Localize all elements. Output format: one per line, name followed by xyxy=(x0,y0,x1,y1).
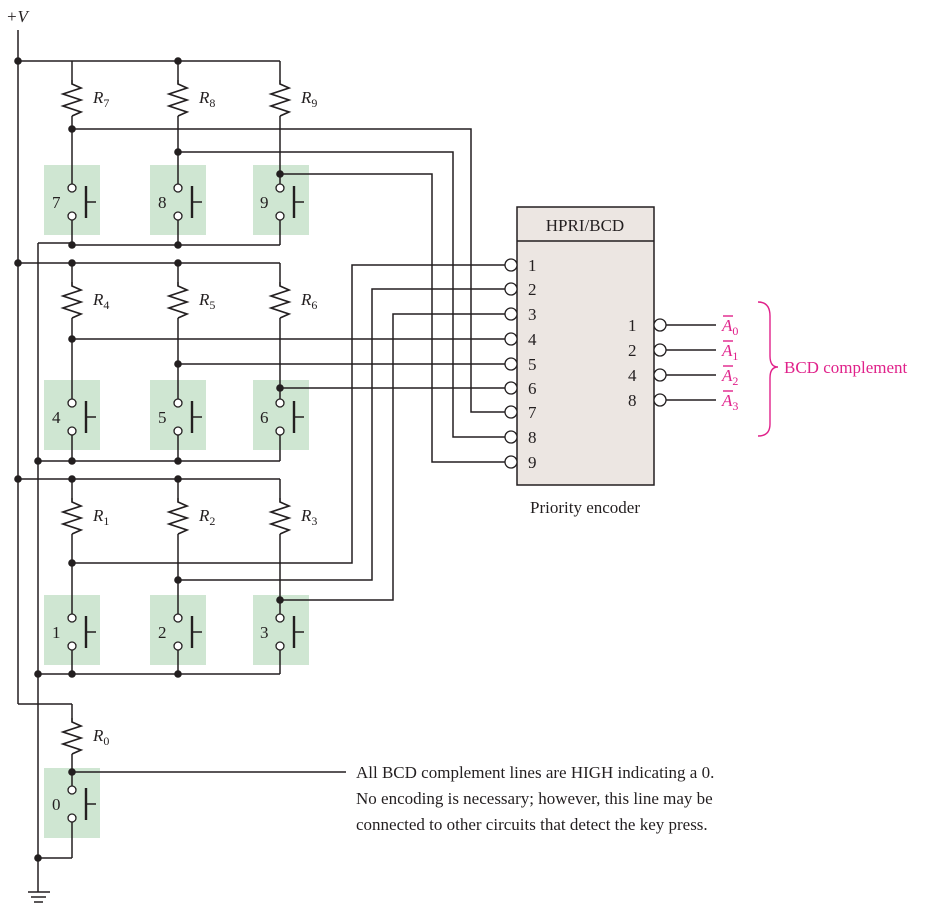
encoder-caption: Priority encoder xyxy=(530,498,640,517)
keypad-3 xyxy=(253,595,309,665)
key-5-switch: 5 xyxy=(158,398,202,436)
key-6-switch: 6 xyxy=(260,398,304,436)
resistor-label-r4: R4 xyxy=(92,290,109,312)
resistor-r8 xyxy=(166,80,190,117)
key-4-switch: 4 xyxy=(52,398,96,436)
keypad-6 xyxy=(253,380,309,450)
key-7-switch: 7 xyxy=(52,183,96,221)
encoder-input-1: 1 xyxy=(528,256,537,275)
key-8-label: 8 xyxy=(158,193,167,212)
key-3-switch: 3 xyxy=(260,613,304,651)
key-1-label: 1 xyxy=(52,623,61,642)
output-a0-label: A0 xyxy=(721,316,738,338)
resistor-label-r3: R3 xyxy=(300,506,317,528)
resistor-r1 xyxy=(60,498,84,535)
resistor-r0 xyxy=(60,718,84,755)
key-2-switch: 2 xyxy=(158,613,202,651)
key-6-label: 6 xyxy=(260,408,269,427)
resistor-r2 xyxy=(166,498,190,535)
resistor-label-r8: R8 xyxy=(198,88,215,110)
resistor-r9 xyxy=(268,80,292,117)
output-a1-label: A1 xyxy=(721,341,738,363)
output-a3-label: A3 xyxy=(721,391,738,413)
key-7-label: 7 xyxy=(52,193,61,212)
key-4-label: 4 xyxy=(52,408,61,427)
encoder-input-9: 9 xyxy=(528,453,537,472)
bcd-brace xyxy=(757,301,779,437)
resistor-r4 xyxy=(60,282,84,319)
key-0-note: All BCD complement lines are HIGH indica… xyxy=(356,763,714,834)
encoder-body xyxy=(516,206,655,486)
encoder-input-wires xyxy=(72,128,505,773)
encoder-input-4: 4 xyxy=(528,330,537,349)
encoder-title: HPRI/BCD xyxy=(546,216,624,235)
resistor-r5 xyxy=(166,282,190,319)
resistor-r6 xyxy=(268,282,292,319)
key-3-label: 3 xyxy=(260,623,269,642)
resistors xyxy=(60,80,292,755)
key-2-label: 2 xyxy=(158,623,167,642)
note-line-2: No encoding is necessary; however, this … xyxy=(356,789,713,808)
key-0-label: 0 xyxy=(52,795,61,814)
key-8-switch: 8 xyxy=(158,183,202,221)
resistor-label-r2: R2 xyxy=(198,506,215,528)
output-a2-label: A2 xyxy=(721,366,738,388)
priority-encoder: HPRI/BCD 1 2 3 4 5 6 7 8 9 1 2 4 8 Prior… xyxy=(504,206,667,517)
pushbutton-switches: 7 8 9 4 xyxy=(52,183,304,823)
encoder-output-8: 8 xyxy=(628,391,637,410)
note-line-3: connected to other circuits that detect … xyxy=(356,815,708,834)
encoder-output-wires xyxy=(666,324,716,401)
encoder-input-3: 3 xyxy=(528,305,537,324)
supply-rails: +V xyxy=(6,7,280,892)
resistor-label-r1: R1 xyxy=(92,506,109,528)
key-9-label: 9 xyxy=(260,193,269,212)
encoder-input-5: 5 xyxy=(528,355,537,374)
ground-symbol xyxy=(28,891,50,903)
key-0-switch: 0 xyxy=(52,785,96,823)
resistor-label-r0: R0 xyxy=(92,726,109,748)
encoder-input-6: 6 xyxy=(528,379,537,398)
encoder-input-7: 7 xyxy=(528,403,537,422)
encoder-output-4: 4 xyxy=(628,366,637,385)
bcd-complement-label: BCD complement xyxy=(784,358,908,377)
encoder-output-2: 2 xyxy=(628,341,637,360)
key-9-switch: 9 xyxy=(260,183,304,221)
resistor-label-r5: R5 xyxy=(198,290,215,312)
key-1-switch: 1 xyxy=(52,613,96,651)
resistor-label-r9: R9 xyxy=(300,88,317,110)
resistor-r3 xyxy=(268,498,292,535)
resistor-label-r7: R7 xyxy=(92,88,109,110)
column-wires xyxy=(71,61,281,858)
encoder-input-2: 2 xyxy=(528,280,537,299)
encoder-input-8: 8 xyxy=(528,428,537,447)
note-line-1: All BCD complement lines are HIGH indica… xyxy=(356,763,714,782)
resistor-r7 xyxy=(60,80,84,117)
key-5-label: 5 xyxy=(158,408,167,427)
encoder-output-1: 1 xyxy=(628,316,637,335)
resistor-label-r6: R6 xyxy=(300,290,317,312)
junction-dots xyxy=(14,57,284,862)
supply-label: +V xyxy=(6,7,30,26)
bcd-output-labels: A0 A1 A2 A3 BCD complement xyxy=(721,301,908,437)
resistor-labels: R7 R8 R9 R4 R5 R6 R1 R2 R3 R0 xyxy=(92,88,317,748)
